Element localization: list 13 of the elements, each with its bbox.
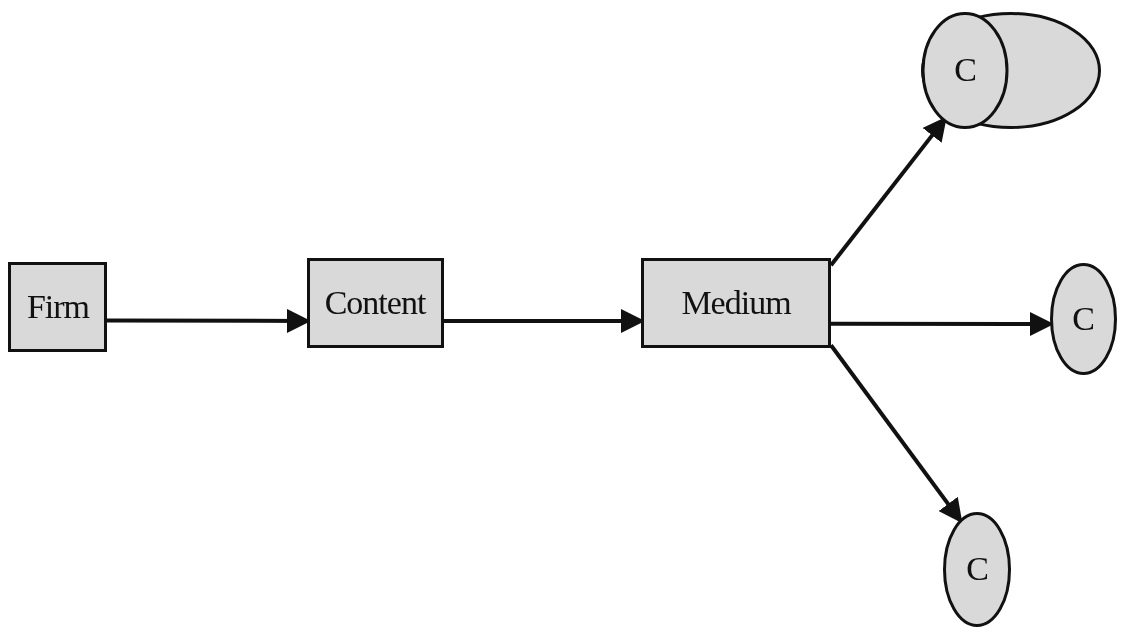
- node-label: C: [1072, 300, 1094, 338]
- node-label: Content: [324, 284, 426, 322]
- overlapping-ellipses: [921, 12, 1101, 129]
- process-box: [8, 262, 107, 352]
- process-box: [307, 258, 444, 348]
- node-label: Firm: [26, 288, 90, 326]
- ellipse-node: [1050, 263, 1117, 375]
- node-label: C: [954, 51, 976, 89]
- node-label: C: [966, 550, 988, 588]
- process-box: [641, 258, 831, 348]
- ellipse-node: [943, 512, 1011, 627]
- arrow: [829, 344, 963, 524]
- node-label: Medium: [681, 284, 791, 322]
